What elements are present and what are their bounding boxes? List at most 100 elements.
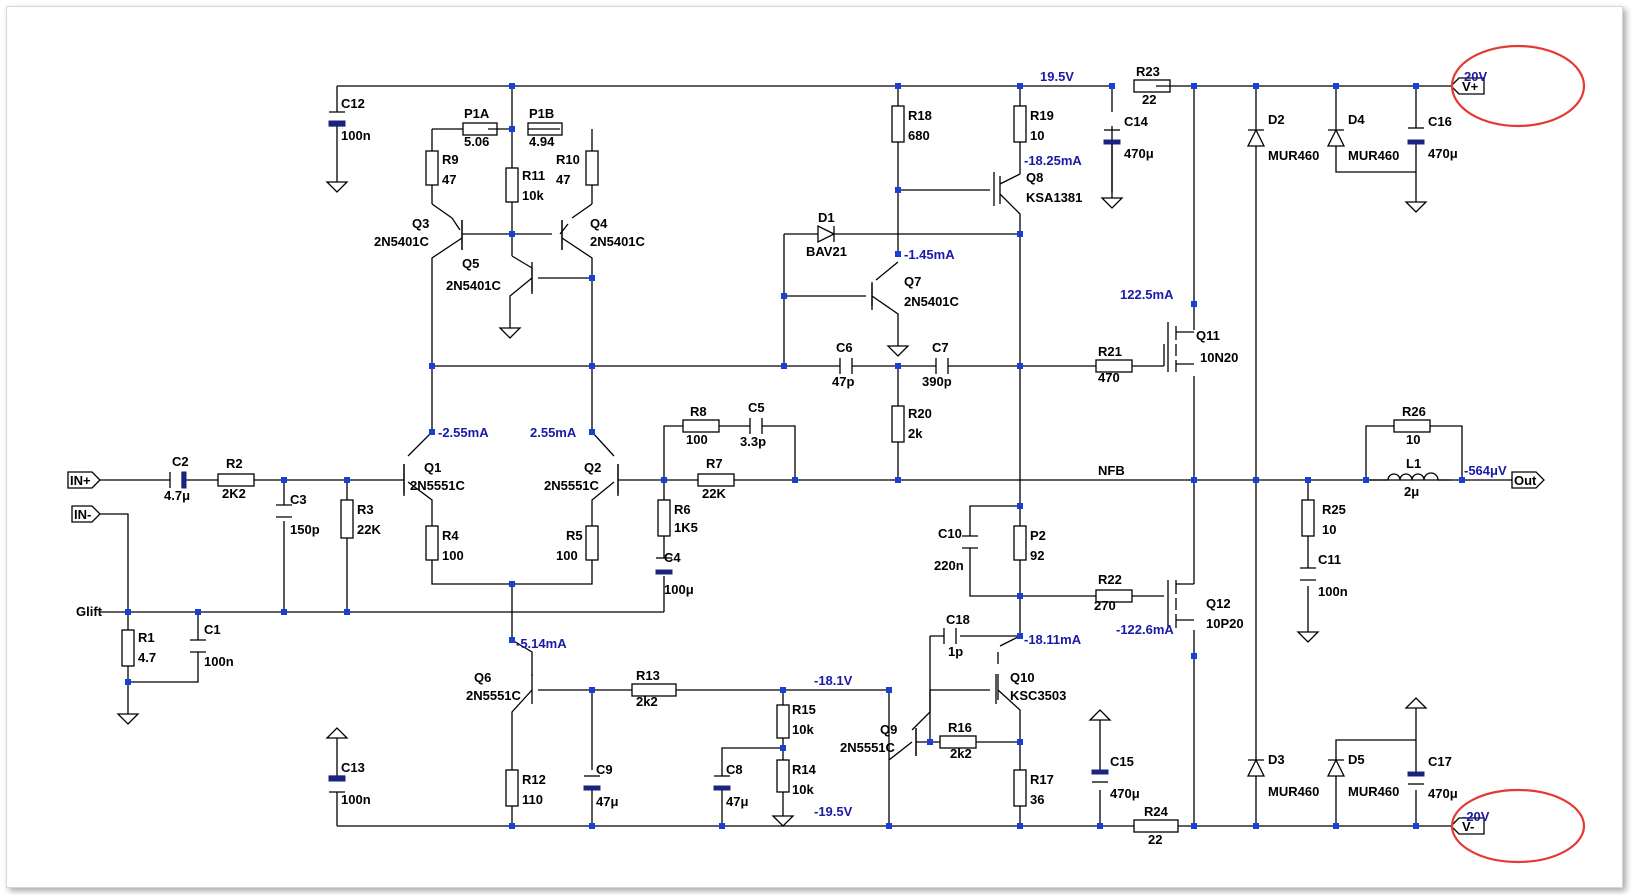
value-label: 1K5 — [674, 520, 698, 535]
diodes — [817, 128, 1346, 777]
value-label: 2k2 — [636, 694, 658, 709]
value-label: 470μ — [1428, 146, 1458, 161]
designator: R15 — [792, 702, 816, 717]
resistor-r25 — [1301, 499, 1315, 537]
annotation-label: -1.45mA — [904, 247, 955, 262]
designator: D2 — [1268, 112, 1285, 127]
designator: R10 — [556, 152, 580, 167]
designator: Q12 — [1206, 596, 1231, 611]
resistor-p1a — [462, 122, 498, 136]
annotation-label: -18.25mA — [1024, 153, 1082, 168]
designator: R26 — [1402, 404, 1426, 419]
designator: R17 — [1030, 772, 1054, 787]
value-label: 92 — [1030, 548, 1044, 563]
designator: Q5 — [462, 256, 479, 271]
designator: R23 — [1136, 64, 1160, 79]
value-label: 47p — [832, 374, 854, 389]
annotation-label: NFB — [1098, 463, 1125, 478]
annotation-label: -20V — [1462, 809, 1490, 824]
designator: P1A — [464, 106, 490, 121]
designator: Q8 — [1026, 170, 1043, 185]
diode-d2 — [1246, 128, 1266, 147]
resistor-r7 — [697, 473, 735, 487]
designator: C13 — [341, 760, 365, 775]
resistor-r1 — [121, 629, 135, 667]
designator: L1 — [1406, 456, 1421, 471]
value-label: 2N5401C — [904, 294, 960, 309]
value-label: 110 — [522, 792, 543, 807]
designator: R14 — [792, 762, 817, 777]
component-c5: C53.3p — [740, 400, 766, 449]
value-label: 10P20 — [1206, 616, 1244, 631]
diode-d1 — [817, 224, 836, 244]
value-label: 22K — [357, 522, 381, 537]
value-label: 22 — [1148, 832, 1162, 847]
capacitor-c4 — [655, 557, 673, 575]
capacitor-c9 — [583, 775, 601, 806]
designator: C11 — [1318, 552, 1341, 567]
value-label: 10 — [1030, 128, 1044, 143]
value-label: 4.7μ — [164, 488, 190, 503]
capacitor-c14 — [1103, 129, 1121, 188]
value-label: 470μ — [1110, 786, 1140, 801]
designator: Q11 — [1196, 328, 1220, 343]
designator: R11 — [522, 168, 545, 183]
resistor-r20 — [891, 405, 905, 443]
value-label: MUR460 — [1268, 784, 1319, 799]
resistor-r21 — [1095, 359, 1133, 373]
resistor-r6 — [657, 499, 671, 537]
highlight-vplus — [1450, 44, 1586, 128]
value-label: KSC3503 — [1010, 688, 1066, 703]
port-vplus-label: V+ — [1462, 79, 1479, 94]
port-in-minus-shape — [71, 505, 101, 523]
port-in-minus-label: IN- — [74, 507, 91, 522]
designator: C12 — [341, 96, 365, 111]
value-label: 100 — [442, 548, 464, 563]
designator: R4 — [442, 528, 459, 543]
resistor-r13 — [631, 683, 677, 697]
value-label: 10 — [1322, 522, 1336, 537]
value-label: 4.94 — [529, 134, 555, 149]
ground-symbols — [117, 171, 1427, 827]
diode-d4 — [1326, 128, 1346, 147]
value-label: 100 — [686, 432, 708, 447]
resistor-r22 — [1095, 589, 1133, 603]
annotation-label: -18.1V — [814, 673, 853, 688]
value-label: 100n — [204, 654, 234, 669]
designator: Q10 — [1010, 670, 1035, 685]
designator: R9 — [442, 152, 459, 167]
designator: C2 — [172, 454, 189, 469]
annotation-label: -2.55mA — [438, 425, 489, 440]
designator: C1 — [204, 622, 221, 637]
transistor-q12 — [1167, 580, 1177, 628]
capacitor-c2 — [169, 471, 187, 489]
junctions — [125, 83, 1465, 829]
resistor-r14 — [776, 759, 790, 793]
designator: C8 — [726, 762, 743, 777]
designator: C7 — [932, 340, 949, 355]
transistor-q3-q4-base — [461, 220, 563, 250]
transistors — [403, 172, 1177, 756]
value-label: 470 — [1098, 370, 1120, 385]
